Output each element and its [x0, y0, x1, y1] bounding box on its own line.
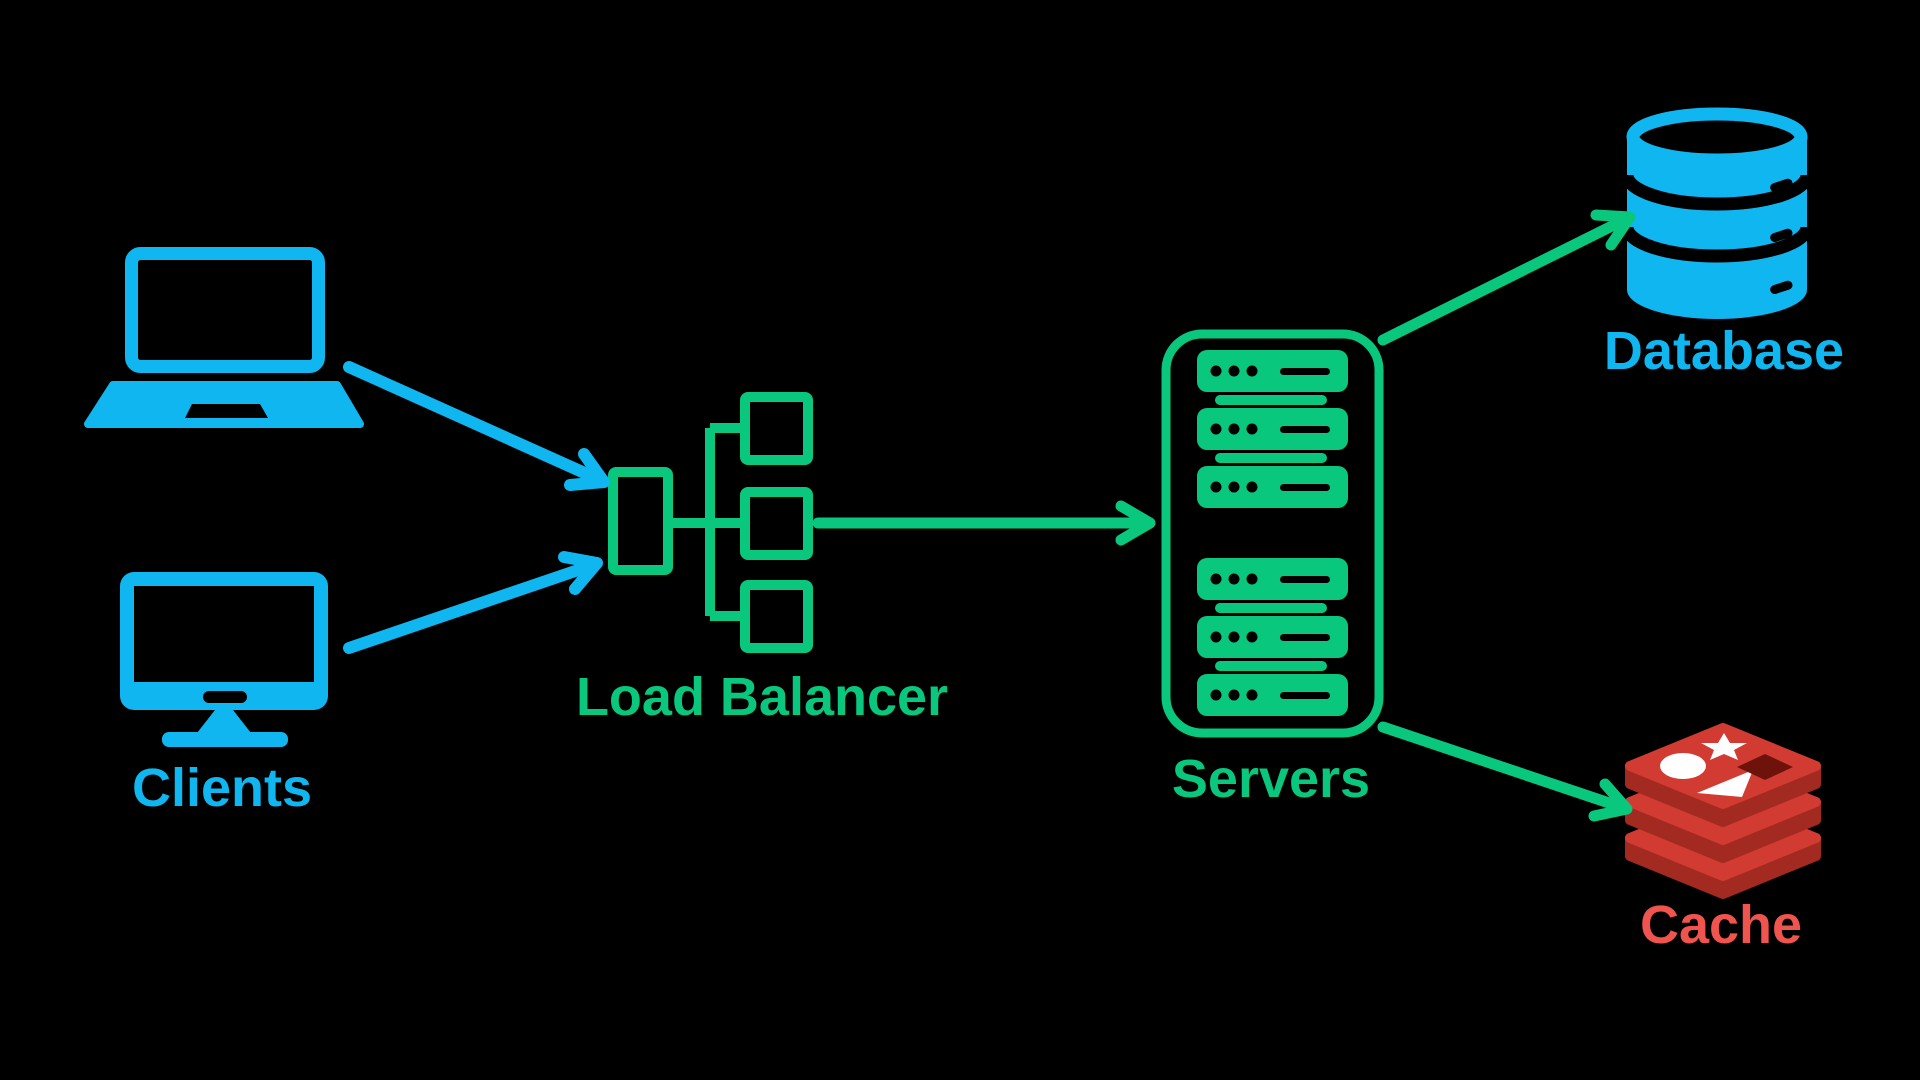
- load-balancer-node: Load Balancer: [576, 392, 948, 727]
- redis-stack-icon: [1625, 723, 1821, 899]
- laptop-icon: [84, 247, 364, 428]
- clients-label: Clients: [132, 758, 312, 818]
- arrow-servers-to-database: [1377, 209, 1636, 346]
- server-bar: [1197, 558, 1348, 600]
- diamond-shape: [1737, 754, 1793, 780]
- triangle-shape: [1697, 770, 1753, 797]
- database-cylinder-icon: [1620, 107, 1814, 319]
- load-balancer-label: Load Balancer: [576, 667, 948, 727]
- arrow-desktop-to-load-balancer: [343, 551, 603, 654]
- desktop-monitor-icon: [120, 572, 328, 747]
- circle-shape: [1660, 753, 1706, 779]
- server-bar: [1197, 616, 1348, 658]
- load-balancer-icon: [608, 392, 813, 653]
- edges: [343, 209, 1636, 822]
- arrow-laptop-to-load-balancer: [343, 361, 610, 491]
- cache-label: Cache: [1640, 895, 1802, 955]
- cache-node: Cache: [1625, 723, 1821, 955]
- servers-node: Servers: [1161, 329, 1384, 809]
- database-label: Database: [1604, 321, 1844, 381]
- server-bar: [1197, 408, 1348, 450]
- arrow-servers-to-cache: [1377, 721, 1633, 822]
- star-shape: [1701, 733, 1747, 760]
- server-bar: [1197, 466, 1348, 508]
- server-bar: [1197, 350, 1348, 392]
- servers-label: Servers: [1172, 749, 1370, 809]
- server-bar: [1197, 674, 1348, 716]
- arrow-load-balancer-to-servers: [812, 500, 1156, 546]
- server-rack-icon: [1161, 329, 1384, 738]
- clients-node: Clients: [84, 247, 364, 818]
- database-node: Database: [1604, 107, 1844, 381]
